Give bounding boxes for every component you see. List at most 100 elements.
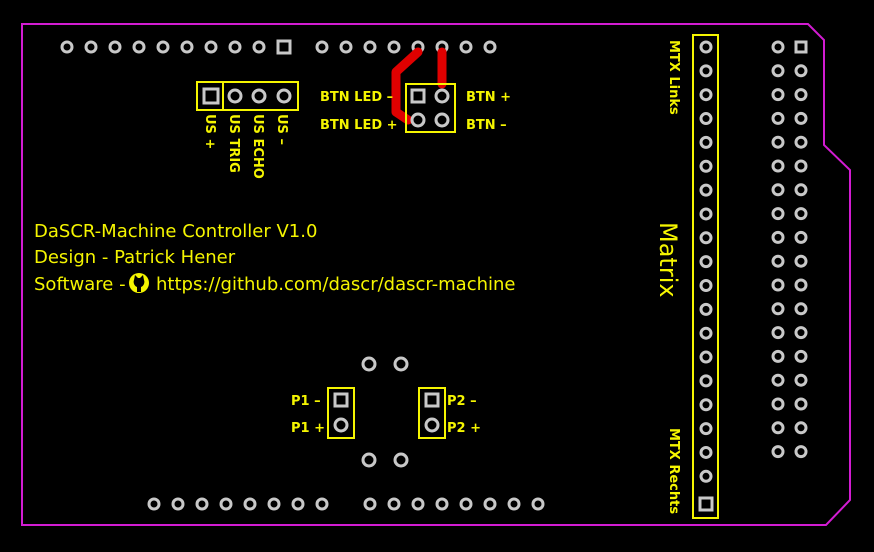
pad	[219, 497, 233, 511]
pad	[483, 40, 497, 54]
pad	[243, 497, 257, 511]
pad	[771, 207, 785, 221]
us-trig-label: US TRIG	[226, 114, 241, 173]
btn-led-plus-label: BTN LED +	[320, 118, 398, 133]
pad	[794, 421, 808, 435]
pad	[507, 497, 521, 511]
pad	[180, 40, 194, 54]
p1-connector	[327, 387, 355, 439]
pad	[699, 374, 713, 388]
p1-minus-label: P1 –	[291, 394, 321, 409]
board-software-prefix: Software -	[34, 274, 126, 295]
pad	[794, 88, 808, 102]
pad	[771, 88, 785, 102]
red-trace	[391, 47, 423, 125]
btn-minus-label: BTN –	[466, 118, 507, 133]
pad	[771, 254, 785, 268]
pad	[771, 111, 785, 125]
connector-outline	[196, 81, 299, 111]
pad	[699, 469, 713, 483]
pad	[771, 373, 785, 387]
pad	[252, 40, 266, 54]
pad	[771, 40, 785, 54]
mtx-rechts-label: MTX Rechts	[666, 428, 681, 514]
pad	[60, 40, 74, 54]
pad	[794, 302, 808, 316]
pad	[483, 497, 497, 511]
pad	[699, 255, 713, 269]
us-minus-label: US –	[274, 114, 289, 145]
pad	[333, 417, 349, 433]
pad	[699, 135, 713, 149]
pad	[267, 497, 281, 511]
pad	[108, 40, 122, 54]
pad	[315, 497, 329, 511]
software-url: https://github.com/dascr/dascr-machine	[156, 274, 516, 295]
pad	[424, 417, 440, 433]
us-plus-label: US +	[202, 114, 217, 149]
btn-plus-label: BTN +	[466, 90, 511, 105]
pad	[794, 111, 808, 125]
pad	[794, 373, 808, 387]
pad	[291, 497, 305, 511]
pad	[699, 350, 713, 364]
github-icon	[129, 273, 149, 293]
square-pad	[424, 392, 440, 408]
pad	[699, 398, 713, 412]
pad	[699, 64, 713, 78]
board-outline	[21, 23, 851, 526]
pad	[363, 40, 377, 54]
pad	[361, 356, 377, 372]
pad	[387, 40, 401, 54]
pad	[771, 159, 785, 173]
pad	[227, 88, 243, 104]
pad	[771, 349, 785, 363]
pad	[699, 231, 713, 245]
board-title: DaSCR-Machine Controller V1.0	[34, 221, 317, 242]
pad	[699, 112, 713, 126]
pad	[794, 159, 808, 173]
square-pad	[410, 88, 426, 104]
pad	[794, 445, 808, 459]
pad	[156, 40, 170, 54]
pad	[171, 497, 185, 511]
pad	[393, 452, 409, 468]
pad	[361, 452, 377, 468]
pad	[228, 40, 242, 54]
bottom-header-right	[363, 497, 545, 511]
pad	[771, 397, 785, 411]
connector-outline	[405, 83, 456, 133]
pad	[794, 349, 808, 363]
pad	[195, 497, 209, 511]
pad	[410, 112, 426, 128]
square-pad	[276, 39, 292, 55]
pad	[794, 230, 808, 244]
pad	[794, 135, 808, 149]
square-pad	[698, 496, 714, 512]
p2-connector	[418, 387, 446, 439]
pad	[771, 421, 785, 435]
mtx-links-label: MTX Links	[666, 40, 681, 115]
pad	[147, 497, 161, 511]
pad	[531, 497, 545, 511]
matrix-pads	[698, 40, 714, 512]
pad	[411, 497, 425, 511]
pad	[771, 278, 785, 292]
pad	[459, 40, 473, 54]
pad	[794, 64, 808, 78]
connector-outline	[327, 387, 355, 439]
connector-outline	[418, 387, 446, 439]
pad	[771, 64, 785, 78]
pad	[393, 356, 409, 372]
pad	[794, 326, 808, 340]
pad	[435, 497, 449, 511]
pad	[699, 183, 713, 197]
pad	[276, 88, 292, 104]
matrix-title: Matrix	[654, 222, 682, 298]
pad	[387, 497, 401, 511]
p1-plus-label: P1 +	[291, 421, 325, 436]
top-header-right	[315, 40, 497, 54]
right-double-header	[771, 40, 808, 459]
button-header	[405, 83, 456, 133]
